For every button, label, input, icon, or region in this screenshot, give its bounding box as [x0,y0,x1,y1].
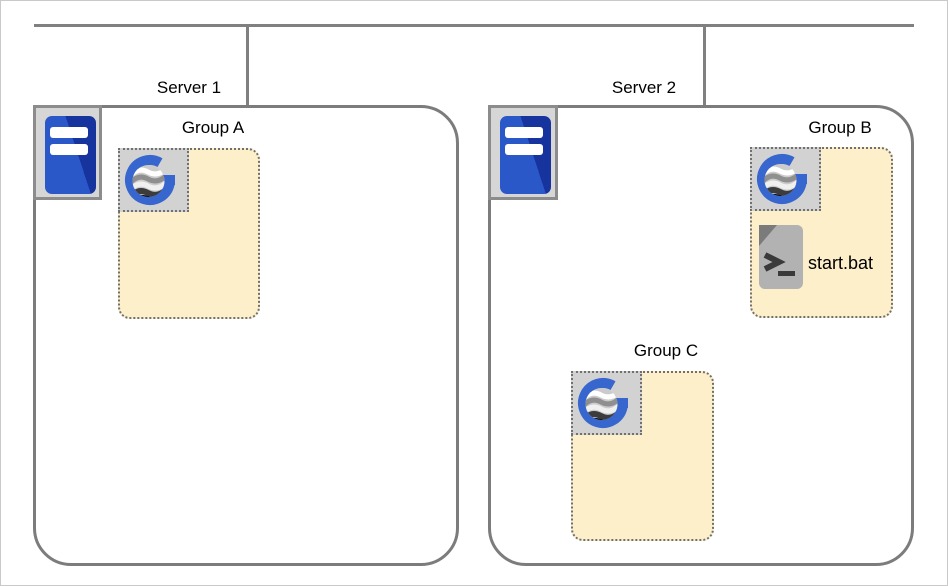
geneos-gateway-logo [124,155,175,205]
server-tower-slot [505,127,543,138]
group-a-label: Group A [181,118,245,137]
server-1-drop-line [246,27,249,105]
group-c-label: Group C [633,341,699,360]
server-tower-slot [50,144,88,155]
server-tower-graphic [45,116,96,194]
server-tower-slot [505,144,543,155]
geneos-gateway-icon [750,147,821,211]
server-tower-graphic [500,116,551,194]
network-bus-line [34,24,914,27]
server-host-icon [488,105,558,200]
geneos-gateway-icon [118,148,189,212]
batch-file-icon [758,224,804,290]
server-2-label: Server 2 [611,78,677,97]
geneos-gateway-logo [577,378,628,428]
group-b-label: Group B [808,118,872,137]
server-tower-slot [50,127,88,138]
server-2-drop-line [703,27,706,105]
geneos-gateway-logo [756,154,807,204]
server-host-icon [33,105,102,200]
batch-file-graphic [759,225,803,289]
group-a-box [118,148,260,319]
start-bat-label: start.bat [808,253,874,273]
server-1-label: Server 1 [156,78,222,97]
geneos-gateway-icon [571,371,642,435]
